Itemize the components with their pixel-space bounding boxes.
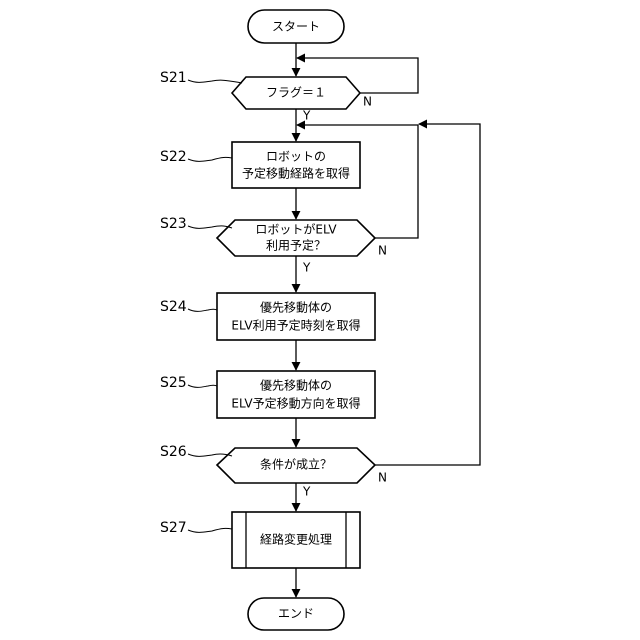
start-label: スタート — [272, 20, 320, 34]
step-label-s21: S21 — [160, 70, 187, 86]
s25-label-line2: ELV予定移動方向を取得 — [231, 396, 360, 411]
s21-label: フラグ＝１ — [266, 86, 326, 100]
s21-decision: フラグ＝１ — [232, 77, 360, 109]
step-label-s27: S27 — [160, 520, 187, 536]
step-label-s26: S26 — [160, 444, 187, 460]
connector-s26-no-loop — [375, 124, 480, 465]
leader-s22 — [188, 157, 232, 161]
s27-label: 経路変更処理 — [260, 532, 332, 547]
step-label-s23: S23 — [160, 216, 187, 232]
s22-label-line2: 予定移動経路を取得 — [242, 166, 350, 181]
s22-label-line1: ロボットの — [266, 150, 326, 164]
leader-s21 — [188, 80, 242, 83]
s25-label-line1: 優先移動体の — [260, 379, 332, 393]
leader-s23 — [188, 226, 232, 228]
s26-yes-label: Y — [302, 485, 311, 499]
s24-label-line1: 優先移動体の — [260, 301, 332, 315]
leader-s27 — [188, 528, 232, 532]
s24-process: 優先移動体の ELV利用予定時刻を取得 — [217, 293, 375, 340]
step-label-s22: S22 — [160, 149, 187, 165]
step-label-s25: S25 — [160, 375, 187, 391]
step-label-s24: S24 — [160, 299, 187, 315]
s26-decision: 条件が成立？ — [217, 448, 375, 483]
s23-label-line1: ロボットがELV — [255, 222, 337, 237]
leader-s24 — [188, 309, 217, 311]
s27-predefined-process: 経路変更処理 — [232, 512, 360, 568]
s23-no-label: N — [378, 244, 387, 258]
s22-process: ロボットの 予定移動経路を取得 — [232, 142, 360, 188]
s23-yes-label: Y — [302, 261, 311, 275]
s24-label-line2: ELV利用予定時刻を取得 — [231, 318, 360, 333]
s25-process: 優先移動体の ELV予定移動方向を取得 — [217, 371, 375, 418]
s23-decision: ロボットがELV 利用予定？ — [217, 220, 375, 256]
start-terminal: スタート — [248, 10, 344, 43]
leader-s25 — [188, 385, 217, 387]
s21-no-label: N — [363, 95, 372, 109]
s21-yes-label: Y — [302, 109, 311, 123]
end-label: エンド — [278, 607, 314, 621]
end-terminal: エンド — [248, 598, 344, 630]
s26-no-label: N — [378, 471, 387, 485]
s26-label: 条件が成立？ — [260, 457, 332, 472]
s23-label-line2: 利用予定？ — [266, 238, 326, 253]
